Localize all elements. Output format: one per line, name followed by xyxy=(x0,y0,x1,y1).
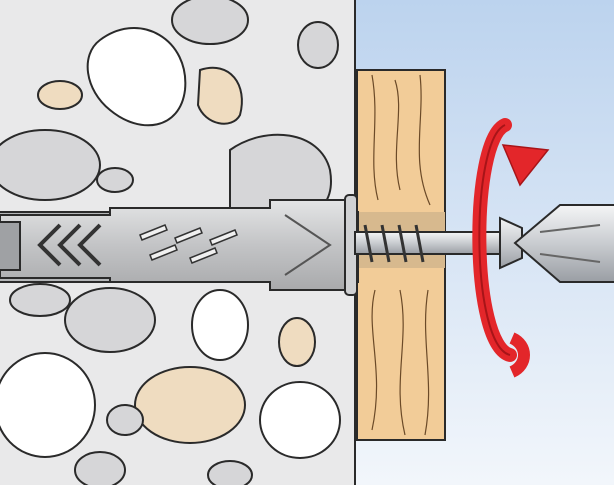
wall-plug-icon xyxy=(0,194,359,296)
screwdriver-icon xyxy=(513,204,614,283)
rotation-arrow-icon xyxy=(472,118,550,378)
